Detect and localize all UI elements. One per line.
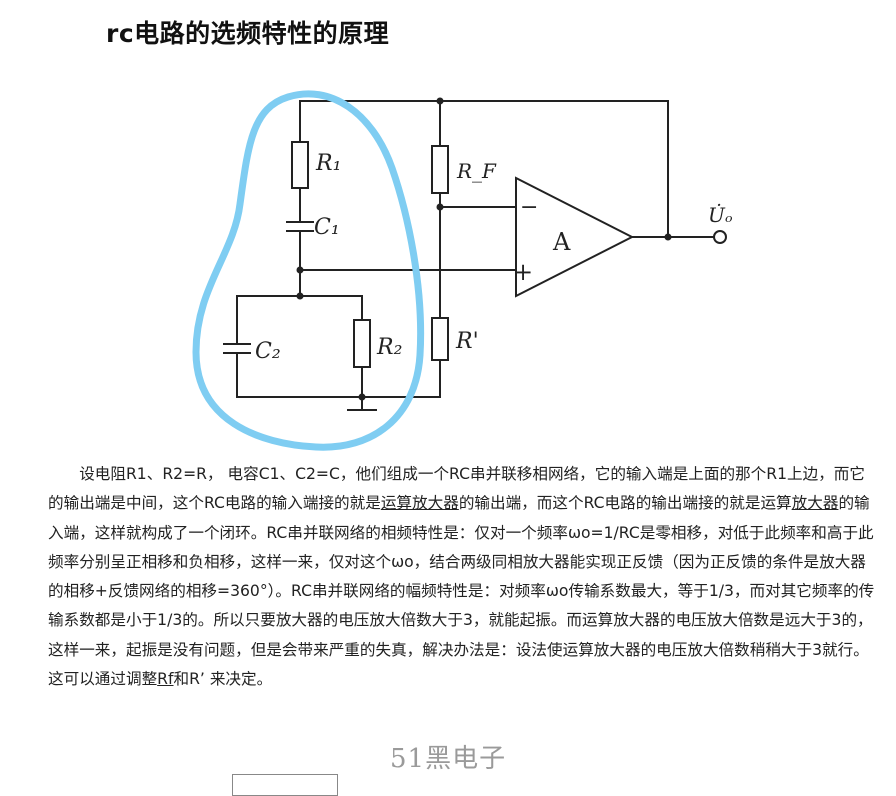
link-amplifier[interactable]: 放大器 (791, 494, 839, 513)
link-rf[interactable]: Rf (157, 670, 174, 689)
paragraph-text: 设电阻R1、R2=R， 电容C1、C2=C，他们组成一个RC串并联移相网络，它的… (48, 465, 865, 513)
resistor-rprime (431, 317, 449, 361)
junction-dot (358, 393, 366, 401)
body-paragraph: 设电阻R1、R2=R， 电容C1、C2=C，他们组成一个RC串并联移相网络，它的… (48, 460, 876, 694)
label-c1: C₁ (314, 215, 340, 240)
opamp-triangle (515, 176, 635, 298)
page-title: rc电路的选频特性的原理 (106, 19, 390, 48)
label-rf: R_F (456, 159, 497, 183)
resistor-r1 (291, 141, 309, 189)
label-c2: C₂ (255, 339, 281, 364)
paragraph-text: 的输入端，这样就构成了一个闭环。RC串并联网络的相频特性是：仅对一个频率ωo=1… (48, 494, 875, 689)
link-opamp[interactable]: 运算放大器 (380, 494, 459, 513)
highlight-loop (192, 90, 425, 451)
paragraph-text: 和R’ 来决定。 (173, 670, 273, 689)
label-output: U̇ₒ (708, 203, 733, 227)
label-r2: R₂ (376, 335, 402, 360)
resistor-rf (431, 145, 449, 194)
junction-dot (436, 97, 444, 105)
output-terminal (713, 230, 727, 244)
junction-dot (296, 292, 304, 300)
junction-dot (664, 233, 672, 241)
watermark: 51黑电子 (390, 744, 507, 774)
bottom-box (232, 774, 338, 796)
circuit-diagram: R₁ C₁ C₂ R₂ R_F R' A − + U̇ₒ (192, 90, 733, 451)
junction-dot (436, 203, 444, 211)
label-minus: − (520, 195, 538, 220)
label-amp: A (552, 228, 571, 256)
label-plus: + (513, 258, 533, 286)
resistor-r2 (353, 319, 371, 368)
label-r1: R₁ (315, 151, 341, 176)
label-rprime: R' (455, 329, 479, 354)
junction-dot (296, 266, 304, 274)
paragraph-text: 的输出端，而这个RC电路的输出端接的就是运算 (458, 494, 792, 513)
